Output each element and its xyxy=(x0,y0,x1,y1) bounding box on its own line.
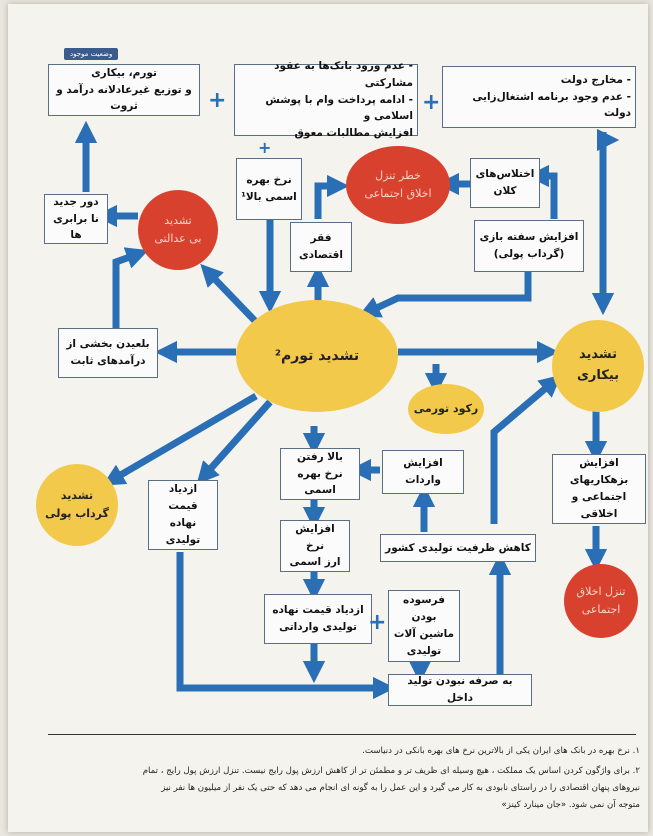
circle-intensified-inflation: تشدید تورم² xyxy=(236,300,398,412)
plus-icon: + xyxy=(258,138,272,157)
circle-intensified-unemployment: تشدید بیکاری xyxy=(552,320,644,412)
plus-icon: + xyxy=(368,610,387,635)
box-old-machines: فرسوده بودن ماشین آلات تولیدی xyxy=(388,590,460,662)
box-social-crimes: افزایش بزهکاریهای اجتماعی و اخلاقی xyxy=(552,454,646,524)
arrow-center-to-injustice xyxy=(200,263,259,325)
arrow-center-to-prodcost xyxy=(196,399,273,485)
circle-moral-decline-bottom: تنزل اخلاق اجتماعی xyxy=(564,564,638,638)
footnote-2-line3: متوجه آن نمی شود. «جان مینارد کینز» xyxy=(501,800,640,810)
plus-icon: + xyxy=(422,90,441,115)
box-fixed-income: بلعیدن بخشی از درآمدهای ثابت xyxy=(58,328,158,378)
footnote-separator xyxy=(48,734,636,735)
footnote-2-line2: نیروهای پنهان اقتصادی را در راستای نابود… xyxy=(161,783,640,793)
footnote-1: ۱. نرخ بهره در بانک های ایران یکی از بال… xyxy=(362,746,640,756)
box-speculation: افزایش سفته بازی (گرداب پولی) xyxy=(474,220,584,272)
arrow-spec-to-center xyxy=(357,266,532,318)
plus-icon: + xyxy=(208,88,227,113)
box-bank-contracts: - عدم ورود بانک‌ها به عقود مشارکتی - ادا… xyxy=(234,60,418,139)
circle-injustice: تشدید بی عدالتی xyxy=(138,190,218,270)
footnote-2-line1: ۲. برای واژگون کردن اساس یک مملکت ، هیچ … xyxy=(142,766,640,776)
box-import-cost: ازدیاد قیمت نهاده تولیدی وارداتی xyxy=(264,594,372,644)
box-rising-fx: افزایش نرخ ارز اسمی xyxy=(280,520,350,572)
arrow-spec-to-embez xyxy=(526,164,558,219)
box-gov-spending: - مخارج دولت - عدم وجود برنامه اشتغال‌زا… xyxy=(442,66,636,128)
box-unprofitable: به صرفه نبودن تولید داخل xyxy=(388,674,532,706)
arrow-layer xyxy=(74,120,615,700)
status-tag: وضعیت موجود xyxy=(64,48,119,60)
box-embezzlement: اختلاس‌های کلان xyxy=(470,158,540,208)
box-capacity-drop: کاهش ظرفیت تولیدی کشور xyxy=(380,534,536,562)
box-poverty: فقر اقتصادی xyxy=(290,222,352,272)
arrow-capacity-to-unemp xyxy=(490,374,562,524)
arrow-poverty-to-moral xyxy=(314,174,350,219)
box-production-cost: ازدیاد قیمت نهاده تولیدی xyxy=(148,480,218,550)
diagram-page: وضعیت موجود تورم، بیکاری و توزیع غیرعادل… xyxy=(8,4,648,832)
box-interest-rate: نرخ بهره اسمی بالا¹ xyxy=(236,158,302,220)
box-inflation-unemployment: تورم، بیکاری و توزیع غیرعادلانه درآمد و … xyxy=(48,64,200,116)
circle-monetary-vortex: تشدید گرداب پولی xyxy=(36,464,118,546)
circle-moral-decline-top: خطر تنزل اخلاق اجتماعی xyxy=(346,146,450,224)
arrow-fixed-to-injustice xyxy=(112,247,149,328)
box-rising-imports: افزایش واردات xyxy=(382,450,464,494)
arrow-center-to-vortex xyxy=(102,392,258,486)
circle-stagflation: رکود تورمی xyxy=(408,384,484,434)
arrow-prodcost-to-unprof xyxy=(176,552,396,700)
box-rising-nominal-rate: بالا رفتن نرخ بهره اسمی xyxy=(280,448,360,500)
box-new-cycle: دور جدید نا برابری ها xyxy=(44,194,108,244)
